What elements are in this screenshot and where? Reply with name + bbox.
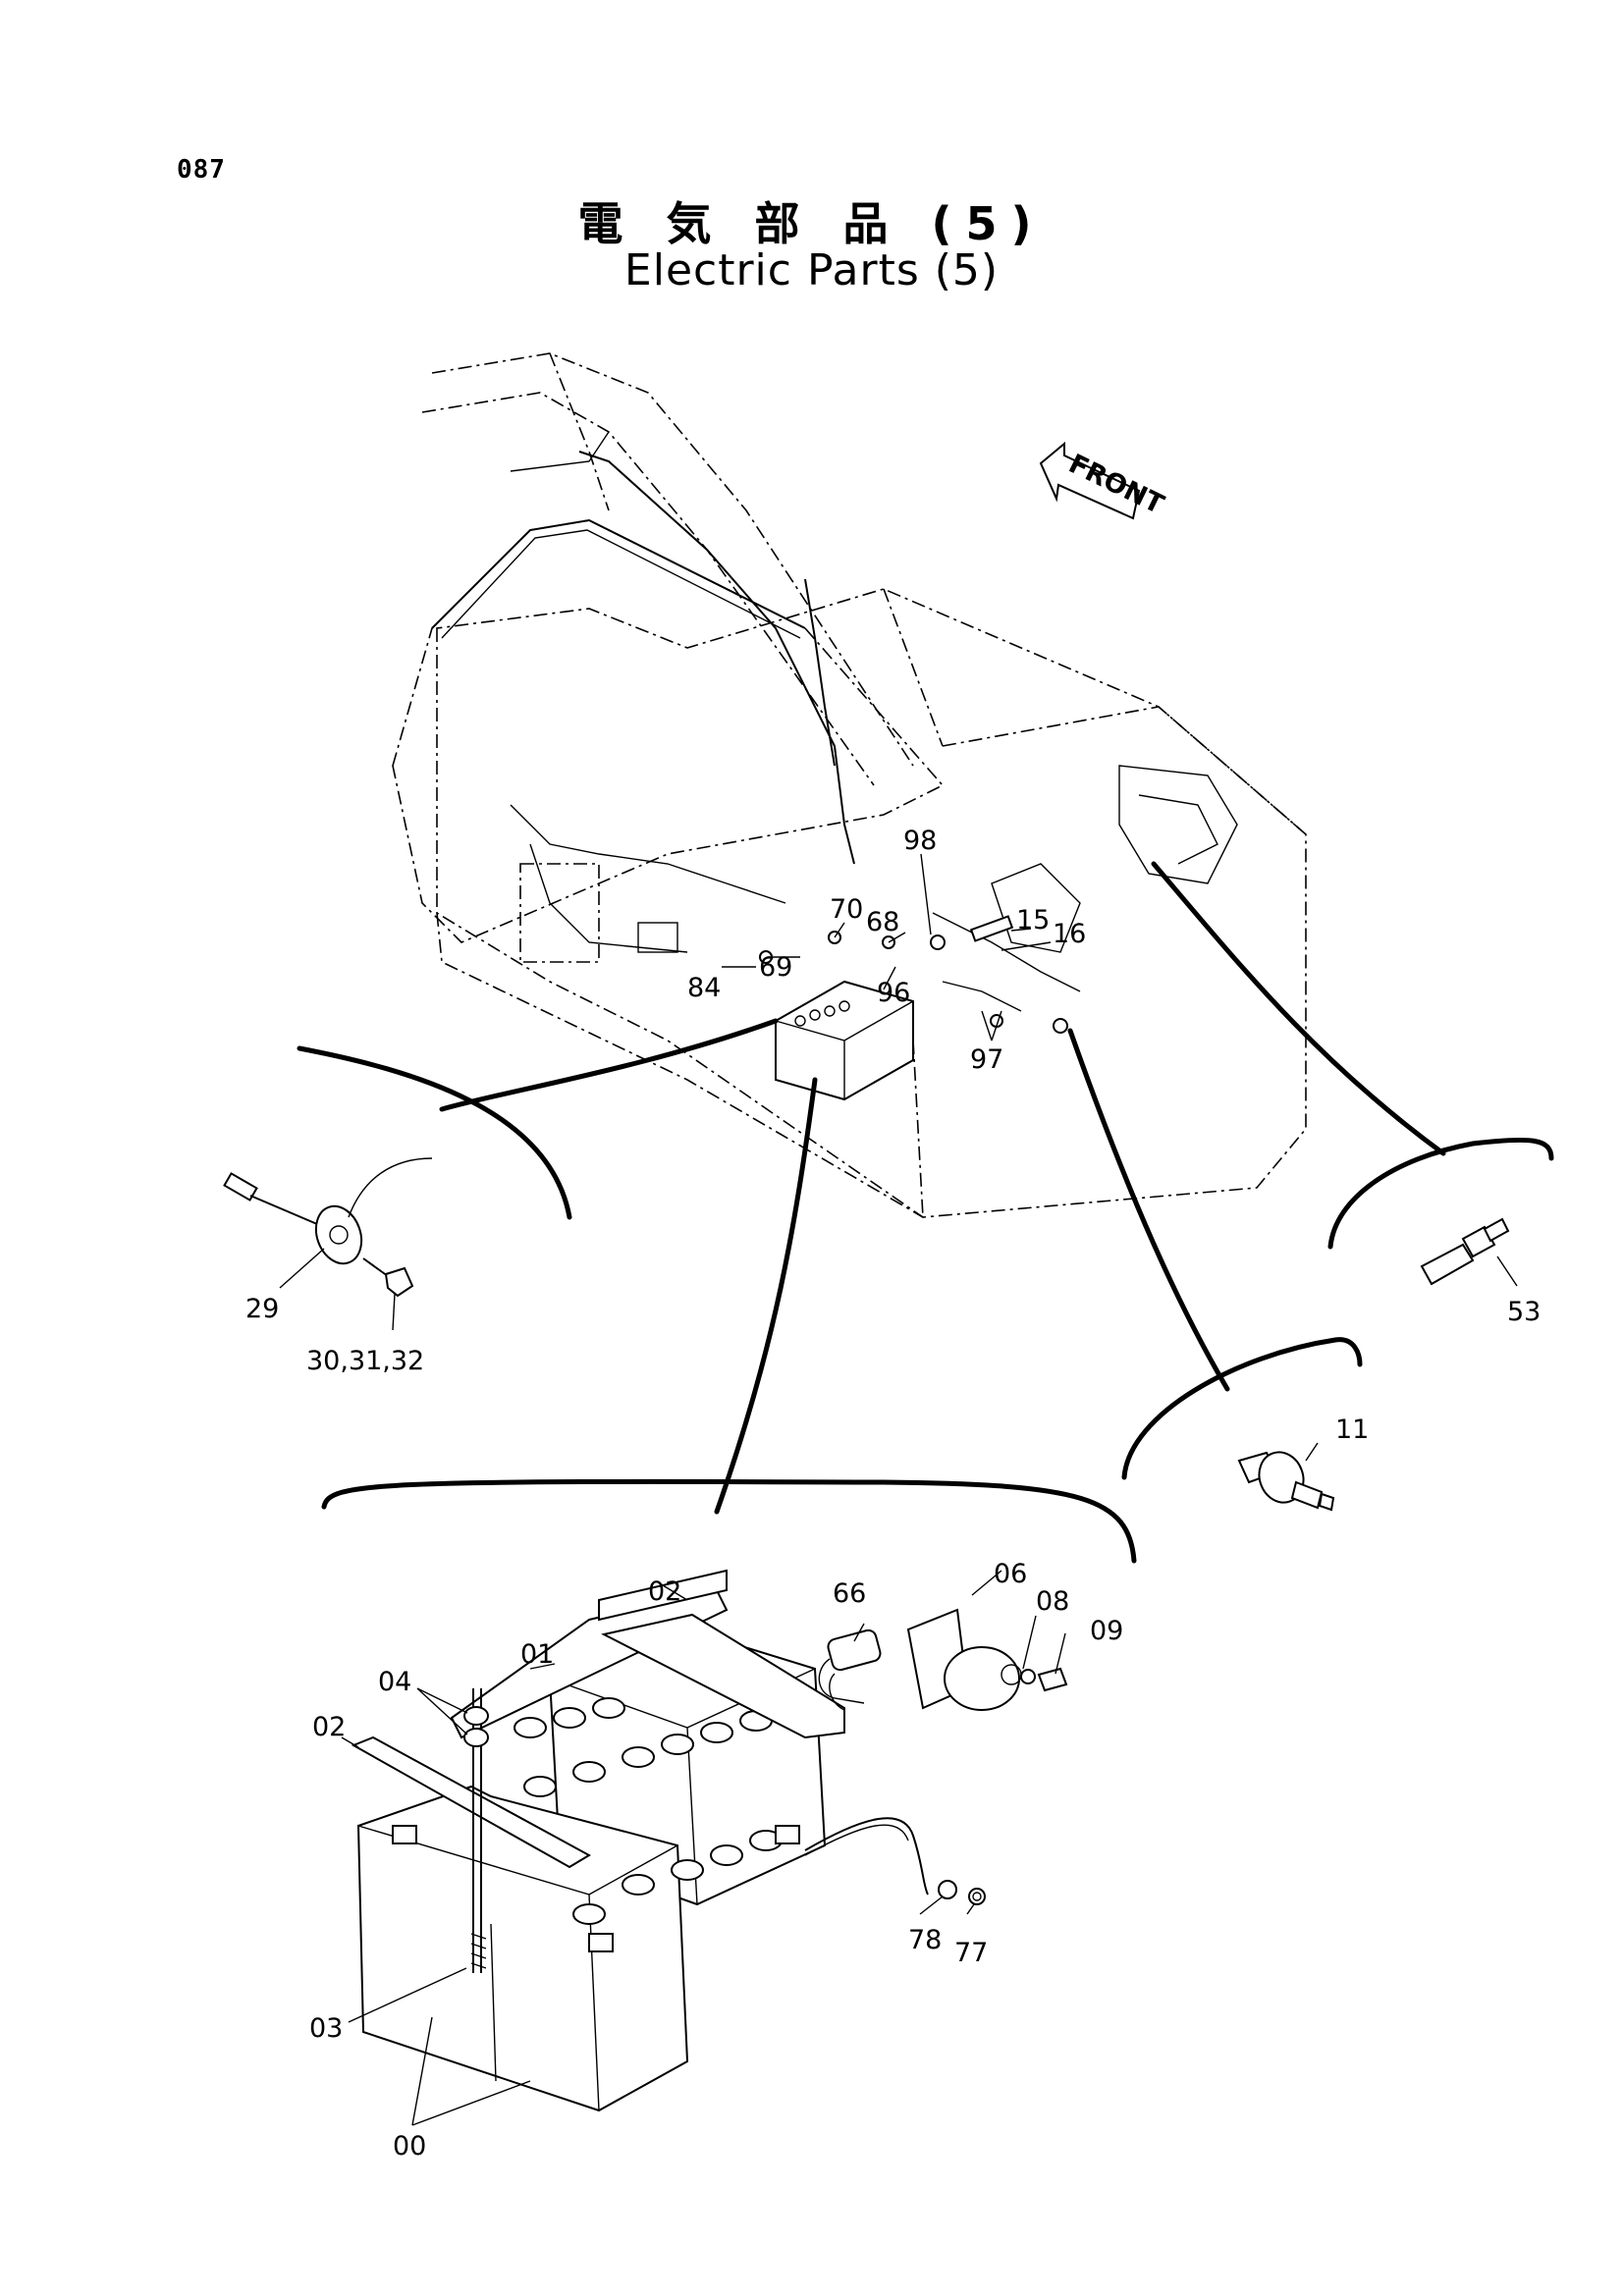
callout-29: 29 [245, 1294, 279, 1324]
part-06-solenoid [906, 1608, 1022, 1711]
callout-16: 16 [1053, 919, 1086, 949]
part-02-clamp-bar [351, 1735, 592, 1869]
callout-02-lower: 02 [312, 1712, 346, 1742]
title-japanese: 電 気 部 品 (5) [577, 197, 1046, 250]
callout-15: 15 [1016, 905, 1050, 935]
part-08-washer [1020, 1669, 1036, 1684]
part-66-relay [818, 1629, 882, 1711]
part-29-switch [223, 1157, 433, 1265]
callout-leaders [279, 853, 1518, 2126]
callout-78: 78 [908, 1925, 942, 1955]
callout-97: 97 [970, 1044, 1003, 1075]
callout-70: 70 [830, 894, 863, 925]
part-09-bolt [1037, 1667, 1068, 1692]
callout-11: 11 [1335, 1415, 1369, 1445]
page-number: 087 [177, 155, 226, 185]
bracket-53-group [1327, 1137, 1554, 1250]
callout-53: 53 [1507, 1297, 1541, 1327]
callout-98: 98 [903, 826, 937, 856]
callout-09: 09 [1090, 1616, 1123, 1646]
title-english: Electric Parts (5) [623, 245, 1000, 295]
callout-01: 01 [520, 1639, 554, 1670]
callout-06: 06 [994, 1559, 1027, 1589]
part-53 [1420, 1217, 1510, 1286]
bracket-switch-group [297, 1045, 572, 1220]
callout-08: 08 [1036, 1586, 1069, 1617]
callout-77: 77 [954, 1938, 988, 1968]
front-arrow-icon: FRONT [1039, 441, 1168, 520]
callout-30-31-32: 30,31,32 [306, 1346, 424, 1376]
bracket-11-group [1121, 1337, 1363, 1480]
callout-03: 03 [309, 2013, 343, 2044]
callout-69: 69 [759, 952, 792, 983]
callout-66: 66 [833, 1578, 866, 1609]
callout-84: 84 [687, 973, 721, 1003]
part-11 [1237, 1451, 1335, 1512]
battery-detail [351, 1569, 1068, 2112]
callout-96: 96 [877, 978, 910, 1008]
bracket-battery-group [321, 1478, 1137, 1564]
callout-00: 00 [393, 2131, 426, 2162]
overview-battery [775, 980, 914, 1101]
callout-04: 04 [378, 1667, 411, 1697]
callout-68: 68 [866, 907, 899, 937]
callout-02-upper: 02 [648, 1576, 681, 1607]
part-30-bolt [362, 1257, 414, 1298]
callout-labels: 98 70 68 15 16 69 84 96 97 29 30,31,32 5… [245, 826, 1541, 2162]
